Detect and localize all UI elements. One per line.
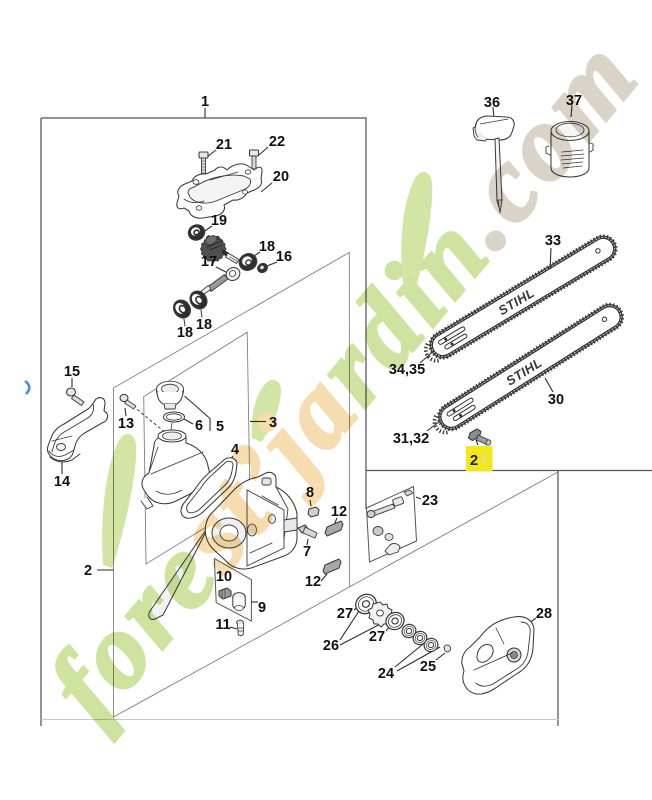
svg-text:7: 7 xyxy=(303,544,311,560)
svg-text:14: 14 xyxy=(54,474,70,490)
svg-text:19: 19 xyxy=(211,213,227,229)
svg-text:30: 30 xyxy=(548,392,564,408)
svg-text:6: 6 xyxy=(195,418,203,434)
svg-text:21: 21 xyxy=(216,137,232,153)
svg-text:12: 12 xyxy=(305,574,321,590)
svg-text:5: 5 xyxy=(216,419,224,435)
svg-text:28: 28 xyxy=(536,606,552,622)
svg-text:18: 18 xyxy=(196,317,212,333)
svg-text:22: 22 xyxy=(269,134,285,150)
svg-text:33: 33 xyxy=(545,233,561,249)
svg-text:2: 2 xyxy=(84,563,92,579)
svg-text:20: 20 xyxy=(273,169,289,185)
svg-text:4: 4 xyxy=(231,442,239,458)
svg-text:3: 3 xyxy=(269,415,277,431)
svg-text:2: 2 xyxy=(470,452,478,469)
svg-text:11: 11 xyxy=(215,617,230,633)
svg-text:23: 23 xyxy=(422,493,438,509)
svg-text:37: 37 xyxy=(566,93,582,109)
svg-text:24: 24 xyxy=(378,666,394,682)
svg-text:27: 27 xyxy=(369,629,385,645)
svg-text:16: 16 xyxy=(276,249,292,265)
svg-text:8: 8 xyxy=(306,485,314,501)
svg-text:10: 10 xyxy=(216,569,232,585)
svg-text:1: 1 xyxy=(201,94,209,110)
svg-text:17: 17 xyxy=(201,254,217,270)
svg-text:13: 13 xyxy=(118,416,134,432)
svg-text:18: 18 xyxy=(177,325,193,341)
svg-text:34,35: 34,35 xyxy=(389,362,425,378)
svg-text:12: 12 xyxy=(331,504,347,520)
svg-text:9: 9 xyxy=(258,600,266,616)
svg-text:18: 18 xyxy=(259,239,275,255)
svg-text:25: 25 xyxy=(420,659,436,675)
svg-text:26: 26 xyxy=(323,638,339,654)
svg-text:27: 27 xyxy=(337,606,353,622)
svg-text:31,32: 31,32 xyxy=(393,431,429,447)
svg-text:36: 36 xyxy=(484,95,500,111)
svg-text:9: 9 xyxy=(480,451,487,466)
svg-text:15: 15 xyxy=(64,364,80,380)
